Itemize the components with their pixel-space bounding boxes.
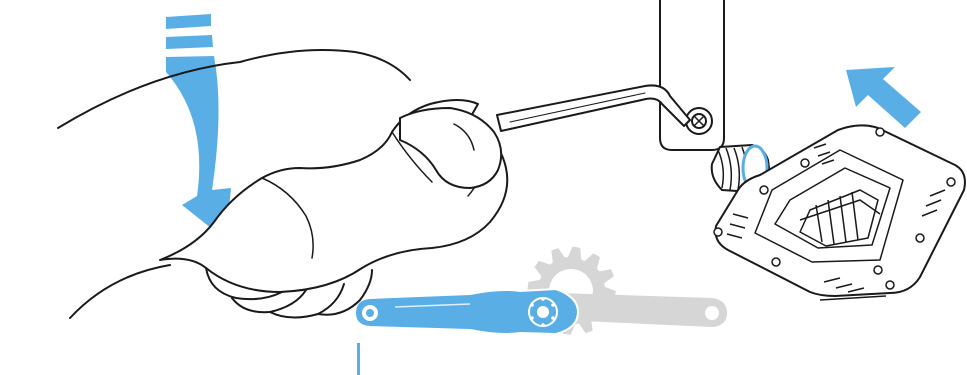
crank-arm-icon [355, 289, 578, 334]
rotation-arrow-icon [166, 14, 231, 240]
alignment-marker-icon [357, 343, 360, 375]
hand-icon [58, 50, 507, 318]
pedal-icon [712, 125, 965, 300]
insertion-arrow-icon [846, 67, 921, 128]
crank-arm-end [660, 0, 724, 150]
